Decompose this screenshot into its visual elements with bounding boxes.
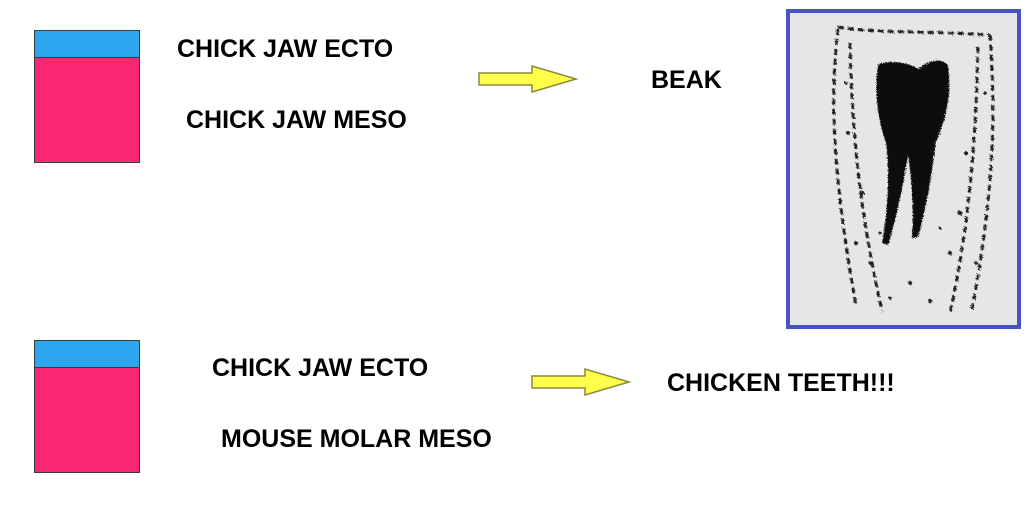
bottom-ecto-label: CHICK JAW ECTO [212, 354, 429, 382]
top-tissue-block [34, 30, 140, 163]
top-ecto-label: CHICK JAW ECTO [177, 35, 394, 63]
right-arrow-icon [531, 367, 632, 397]
top-result-label: BEAK [651, 66, 722, 94]
top-meso-layer [34, 57, 140, 163]
right-arrow-icon [478, 64, 579, 94]
bottom-meso-layer [34, 367, 140, 473]
bottom-meso-label: MOUSE MOLAR MESO [221, 425, 492, 453]
top-meso-label: CHICK JAW MESO [186, 106, 407, 134]
bottom-result-label: CHICKEN TEETH!!! [667, 369, 895, 397]
tooth-illustration [832, 25, 995, 314]
tooth-section-image [786, 9, 1021, 329]
top-ecto-layer [34, 30, 140, 58]
bottom-tissue-block [34, 340, 140, 473]
bottom-ecto-layer [34, 340, 140, 368]
